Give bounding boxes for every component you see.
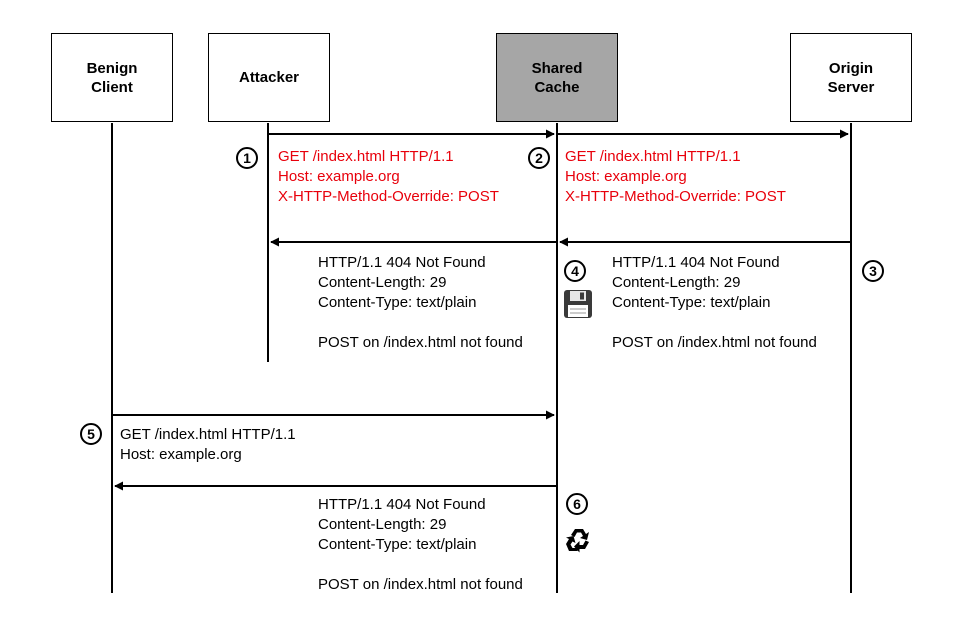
floppy-disk-icon bbox=[564, 290, 592, 318]
actor-origin-server: Origin Server bbox=[790, 33, 912, 122]
message-attacker-request: GET /index.html HTTP/1.1 Host: example.o… bbox=[278, 148, 499, 205]
message-cached-response: HTTP/1.1 404 Not Found Content-Length: 2… bbox=[318, 496, 523, 593]
step-marker-6: 6 bbox=[566, 493, 588, 515]
step-marker-2: 2 bbox=[528, 147, 550, 169]
actor-attacker: Attacker bbox=[208, 33, 330, 122]
step-marker-1: 1 bbox=[236, 147, 258, 169]
actor-benign-client: Benign Client bbox=[51, 33, 173, 122]
message-benign-request: GET /index.html HTTP/1.1 Host: example.o… bbox=[120, 426, 296, 463]
message-cache-forward-request: GET /index.html HTTP/1.1 Host: example.o… bbox=[565, 148, 786, 205]
step-marker-3: 3 bbox=[862, 260, 884, 282]
message-response-to-attacker: HTTP/1.1 404 Not Found Content-Length: 2… bbox=[318, 254, 523, 351]
step-marker-5: 5 bbox=[80, 423, 102, 445]
recycle-icon bbox=[566, 529, 589, 553]
step-marker-4: 4 bbox=[564, 260, 586, 282]
message-origin-response: HTTP/1.1 404 Not Found Content-Length: 2… bbox=[612, 254, 817, 351]
actor-shared-cache: Shared Cache bbox=[496, 33, 618, 122]
